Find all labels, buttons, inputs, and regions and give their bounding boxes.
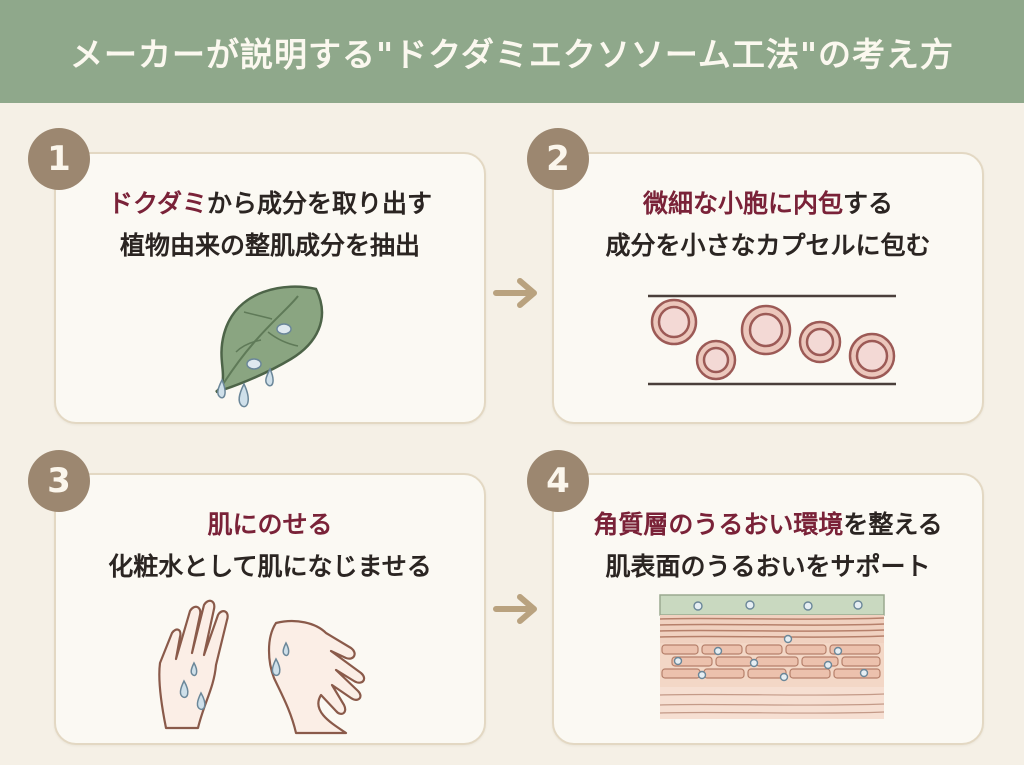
step-card-4: 角質層のうるおい環境を整える 肌表面のうるおいをサポート bbox=[552, 473, 984, 745]
hands-with-droplets-icon bbox=[158, 599, 366, 735]
step-1-title-highlight: ドクダミ bbox=[107, 189, 207, 218]
step-2-subtitle: 成分を小さなカプセルに包む bbox=[605, 231, 931, 260]
step-4-subtitle: 肌表面のうるおいをサポート bbox=[605, 552, 931, 581]
step-3-subtitle: 化粧水として肌になじませる bbox=[108, 552, 432, 581]
arrow-right-icon bbox=[493, 594, 537, 624]
step-4-title-highlight: 角質層のうるおい環境 bbox=[593, 510, 844, 539]
skin-layers-icon bbox=[659, 594, 885, 719]
capsules-icon bbox=[648, 294, 896, 386]
step-2-title: 微細な小胞に内包する bbox=[554, 184, 982, 220]
leaf-with-droplets-icon bbox=[215, 285, 324, 408]
step-4-title: 角質層のうるおい環境を整える bbox=[554, 505, 982, 541]
arrow-right-icon bbox=[493, 278, 537, 308]
step-2-title-highlight: 微細な小胞に内包 bbox=[642, 189, 843, 218]
step-4-number-badge: 4 bbox=[527, 450, 589, 512]
step-2-title-rest: する bbox=[843, 189, 894, 218]
step-card-3: 肌にのせる 化粧水として肌になじませる bbox=[54, 473, 486, 745]
page-title: メーカーが説明する"ドクダミエクソソーム工法"の考え方 bbox=[69, 34, 955, 74]
step-3-title: 肌にのせる bbox=[56, 505, 484, 541]
step-card-2: 微細な小胞に内包する 成分を小さなカプセルに包む bbox=[552, 152, 984, 424]
step-1-subtitle: 植物由来の整肌成分を抽出 bbox=[119, 231, 420, 260]
step-1-title: ドクダミから成分を取り出す bbox=[56, 184, 484, 220]
header-bar: メーカーが説明する"ドクダミエクソソーム工法"の考え方 bbox=[0, 0, 1024, 103]
step-3-title-highlight: 肌にのせる bbox=[207, 510, 333, 539]
step-1-number-badge: 1 bbox=[28, 128, 90, 190]
step-3-number-badge: 3 bbox=[28, 450, 90, 512]
step-1-title-rest: から成分を取り出す bbox=[207, 189, 433, 218]
step-card-1: ドクダミから成分を取り出す 植物由来の整肌成分を抽出 bbox=[54, 152, 486, 424]
step-4-title-rest: を整える bbox=[843, 510, 943, 539]
step-2-number-badge: 2 bbox=[527, 128, 589, 190]
